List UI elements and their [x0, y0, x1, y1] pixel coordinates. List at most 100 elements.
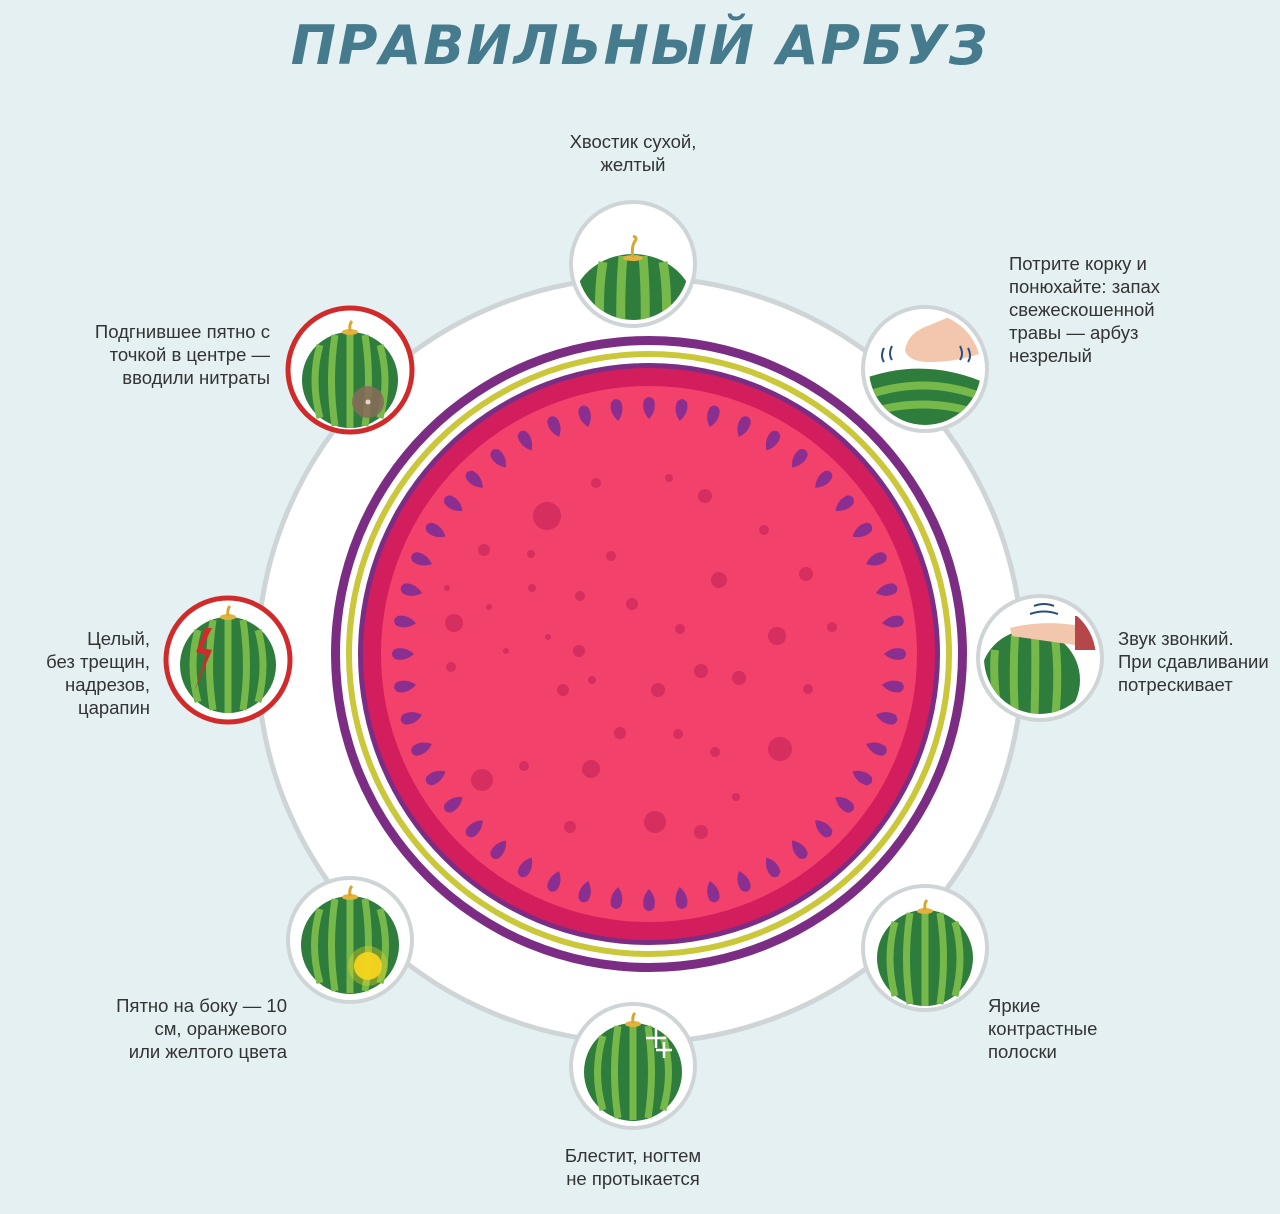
flesh-dot	[519, 761, 529, 771]
flesh-dot	[827, 622, 837, 632]
dry-tail-icon	[569, 200, 697, 328]
seed	[465, 470, 483, 488]
flesh-dot	[588, 676, 596, 684]
seed	[737, 416, 751, 437]
flesh-dot	[582, 760, 600, 778]
seed	[884, 648, 906, 660]
seed	[765, 857, 781, 878]
flesh-dot	[614, 727, 626, 739]
knock-icon	[976, 594, 1104, 722]
flesh-dot	[803, 684, 813, 694]
rub-rind-icon	[861, 305, 989, 433]
flesh-dots	[444, 474, 837, 839]
seed	[835, 495, 854, 511]
sign-label-stripes: Яркие контрастные полоски	[988, 995, 1098, 1062]
flesh-dot	[768, 737, 792, 761]
seed	[707, 405, 720, 428]
sign-label-tail: Хвостик сухой, желтый	[569, 131, 697, 175]
seed	[578, 880, 591, 903]
crack-icon	[163, 595, 293, 725]
flesh-dot	[711, 572, 727, 588]
flesh-dot	[486, 604, 492, 610]
seed	[610, 887, 623, 909]
seed	[490, 449, 506, 468]
flesh-dot	[759, 525, 769, 535]
seed	[444, 495, 463, 511]
seed	[765, 430, 781, 451]
flesh-dot	[445, 614, 463, 632]
sign-label-whole: Целый, без трещин, надрезов, царапин	[46, 628, 150, 718]
flesh-dot	[575, 591, 585, 601]
flesh-dot	[527, 550, 535, 558]
flesh-dot	[673, 729, 683, 739]
flesh-dot	[471, 769, 493, 791]
page-title: ПРАВИЛЬНЫЙ АРБУЗ	[290, 14, 990, 77]
seed	[411, 552, 432, 566]
flesh-dot	[732, 793, 740, 801]
seed	[610, 399, 623, 421]
watermelon-slice	[331, 336, 967, 972]
seed	[792, 449, 808, 468]
flesh-dot	[573, 645, 585, 657]
seed	[875, 712, 898, 725]
flesh-dot	[503, 648, 509, 654]
seed	[852, 770, 873, 786]
seed	[392, 648, 414, 660]
shine-icon	[569, 1002, 697, 1130]
sign-label-smell: Потрите корку и понюхайте: запах свежеск…	[1009, 253, 1161, 366]
seed	[866, 552, 887, 566]
flesh-dot	[444, 585, 450, 591]
seed	[490, 840, 506, 859]
flesh-dot	[626, 598, 638, 610]
seed	[444, 797, 463, 813]
seed	[517, 430, 533, 451]
seed	[815, 470, 833, 488]
flesh-dot	[557, 684, 569, 696]
seed	[866, 742, 887, 756]
flesh-dot	[564, 821, 576, 833]
seed	[835, 797, 854, 813]
flesh-dot	[694, 825, 708, 839]
seed	[643, 397, 655, 419]
sign-label-rot: Подгнившее пятно с точкой в центре — вво…	[94, 321, 270, 388]
flesh-dot	[591, 478, 601, 488]
flesh-dot	[710, 747, 720, 757]
seed	[394, 615, 416, 628]
seed	[707, 880, 720, 903]
seed	[547, 871, 561, 892]
seed-ring	[392, 397, 906, 911]
seed	[400, 712, 423, 725]
sign-label-spot: Пятно на боку — 10 см, оранжевого или же…	[116, 995, 287, 1062]
flesh-dot	[698, 489, 712, 503]
flesh-dot	[528, 584, 536, 592]
flesh-dot	[665, 474, 673, 482]
flesh-dot	[533, 502, 561, 530]
seed	[517, 857, 533, 878]
flesh-dot	[545, 634, 551, 640]
seed	[675, 399, 688, 421]
flesh-dot	[799, 567, 813, 581]
rot-spot-icon	[285, 305, 415, 435]
flesh-dot	[478, 544, 490, 556]
seed	[465, 820, 483, 838]
yellow-spot-icon	[286, 876, 414, 1004]
seed	[852, 522, 873, 538]
seed	[882, 680, 904, 693]
sign-label-shine: Блестит, ногтем не протыкается	[564, 1145, 702, 1189]
seed	[792, 840, 808, 859]
flesh-dot	[694, 664, 708, 678]
flesh-dot	[732, 671, 746, 685]
seed	[875, 583, 898, 596]
seed	[815, 820, 833, 838]
flesh-dot	[446, 662, 456, 672]
seed	[425, 770, 446, 786]
stripes-icon	[861, 884, 989, 1012]
seed	[578, 405, 591, 428]
seed	[643, 889, 655, 911]
seed	[425, 522, 446, 538]
seed	[547, 416, 561, 437]
flesh-dot	[644, 811, 666, 833]
flesh-dot	[768, 627, 786, 645]
flesh-dot	[675, 624, 685, 634]
